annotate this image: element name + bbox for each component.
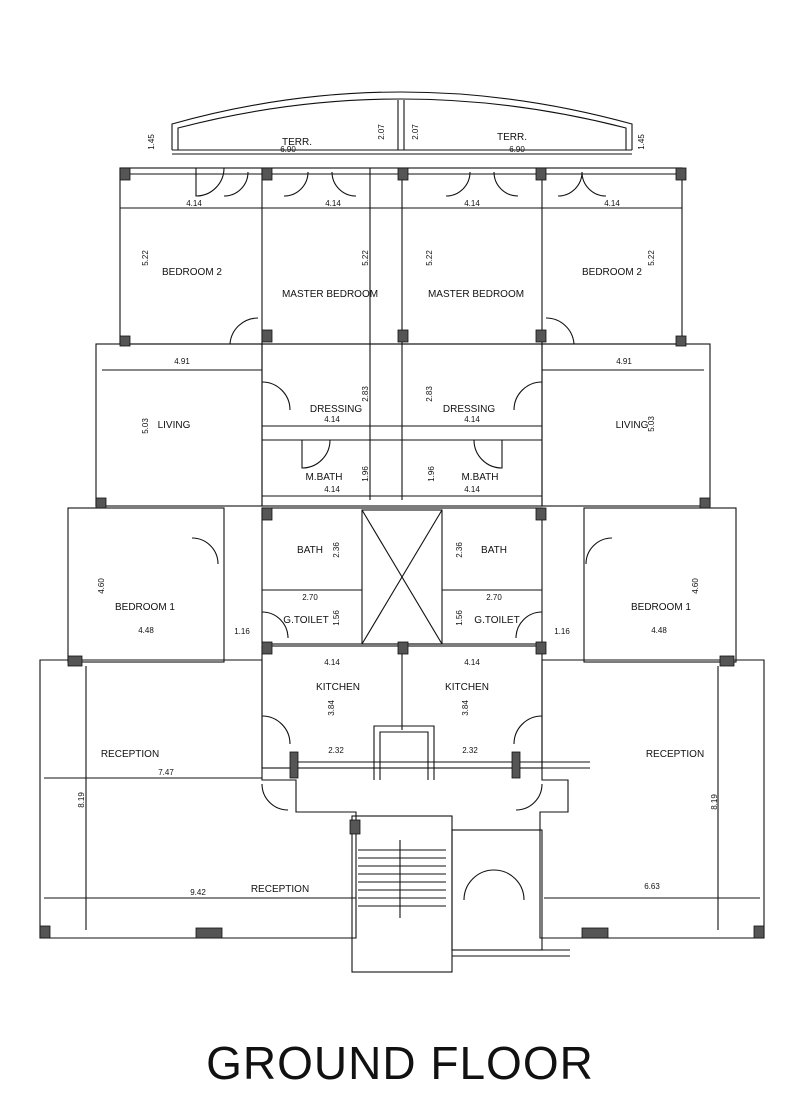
dim-terr-h-mid-right: 2.07 [411,124,420,140]
floor-plan: TERR. TERR. BEDROOM 2 MASTER BEDROOM MAS… [39,91,765,973]
dim-h-mbath-left: 1.96 [361,466,370,482]
label-dressing-right: DRESSING [443,404,495,415]
dim-w-rec-left: 7.47 [158,768,174,777]
dim-w-bed2-left: 4.14 [186,199,202,208]
dim-w-mbath-left: 4.14 [324,485,340,494]
label-terr-right: TERR. [497,132,527,143]
dim-terr-h-mid-left: 2.07 [377,124,386,140]
label-bedroom1-left: BEDROOM 1 [115,602,175,613]
dim-terr-h-right: 1.45 [637,134,646,150]
dim-h-bath-right: 2.36 [455,542,464,558]
label-mbath-right: M.BATH [461,472,498,483]
label-kitchen-right: KITCHEN [445,682,489,693]
dim-h-bath-left: 2.36 [332,542,341,558]
label-master-left: MASTER BEDROOM [282,289,378,300]
label-terr-left: TERR. [282,137,312,148]
label-master-right: MASTER BEDROOM [428,289,524,300]
dim-w-living-left: 4.91 [174,357,190,366]
dim-w-dress-right: 4.14 [464,415,480,424]
dim-h-rec-left: 8.19 [77,792,86,808]
label-gtoilet-right: G.TOILET [474,615,519,626]
dim-w-bed2-right: 4.14 [604,199,620,208]
stair-well-top [373,725,435,780]
dim-w-bath-right: 2.70 [486,593,502,602]
dim-h-master-right: 5.22 [425,250,434,266]
dim-h-kit-right: 3.84 [461,700,470,716]
dim-w-living-right: 4.91 [616,357,632,366]
dim-h-living-left: 5.03 [141,418,150,434]
dim-h-bed1-right: 4.60 [691,578,700,594]
dim-h-master-left: 5.22 [361,250,370,266]
dim-h-bed2-left: 5.22 [141,250,150,266]
label-dressing-left: DRESSING [310,404,362,415]
dim-w-corr-left: 1.16 [234,627,250,636]
dim-w-corr-right: 1.16 [554,627,570,636]
label-bedroom2-left: BEDROOM 2 [162,267,222,278]
dim-h-gt-right: 1.56 [455,610,464,626]
dim-w-kit-right: 4.14 [464,658,480,667]
dim-h-dress-left: 2.83 [361,386,370,402]
label-reception-center: RECEPTION [251,884,309,895]
dim-terr-w-left: 6.90 [280,145,296,154]
staircase [351,815,453,973]
dim-w-dress-left: 4.14 [324,415,340,424]
dim-w-master-right: 4.14 [464,199,480,208]
dim-terr-w-right: 6.90 [509,145,525,154]
dim-h-kit-left: 3.84 [327,700,336,716]
dim-h-living-right: 5.03 [647,416,656,432]
dim-h-bed2-right: 5.22 [647,250,656,266]
dim-w-kit2-right: 2.32 [462,746,478,755]
dim-h-dress-right: 2.83 [425,386,434,402]
dim-h-mbath-right: 1.96 [427,466,436,482]
label-bedroom2-right: BEDROOM 2 [582,267,642,278]
terrace-inner [177,98,627,150]
label-kitchen-left: KITCHEN [316,682,360,693]
dim-h-rec-right: 8.19 [710,794,719,810]
dim-h-bed1-left: 4.60 [97,578,106,594]
dim-w-mbath-right: 4.14 [464,485,480,494]
dim-w-bed1-left: 4.48 [138,626,154,635]
dim-h-gt-left: 1.56 [332,610,341,626]
dim-w-rec-center: 9.42 [190,888,206,897]
label-living-right: LIVING [616,420,649,431]
dim-w-kit-left: 4.14 [324,658,340,667]
dim-w-rec-right: 6.63 [644,882,660,891]
terrace-outline [171,91,633,150]
drawing-title: GROUND FLOOR [206,1037,594,1089]
label-reception-left: RECEPTION [101,749,159,760]
label-bath-left: BATH [297,545,323,556]
dim-w-kit2-left: 2.32 [328,746,344,755]
dim-w-bed1-right: 4.48 [651,626,667,635]
reception-outline [39,659,357,939]
dim-w-master-left: 4.14 [325,199,341,208]
label-bath-right: BATH [481,545,507,556]
label-reception-right: RECEPTION [646,749,704,760]
dim-terr-h-left: 1.45 [147,134,156,150]
label-gtoilet-left: G.TOILET [283,615,328,626]
label-living-left: LIVING [158,420,191,431]
label-mbath-left: M.BATH [305,472,342,483]
dim-w-bath-left: 2.70 [302,593,318,602]
label-bedroom1-right: BEDROOM 1 [631,602,691,613]
